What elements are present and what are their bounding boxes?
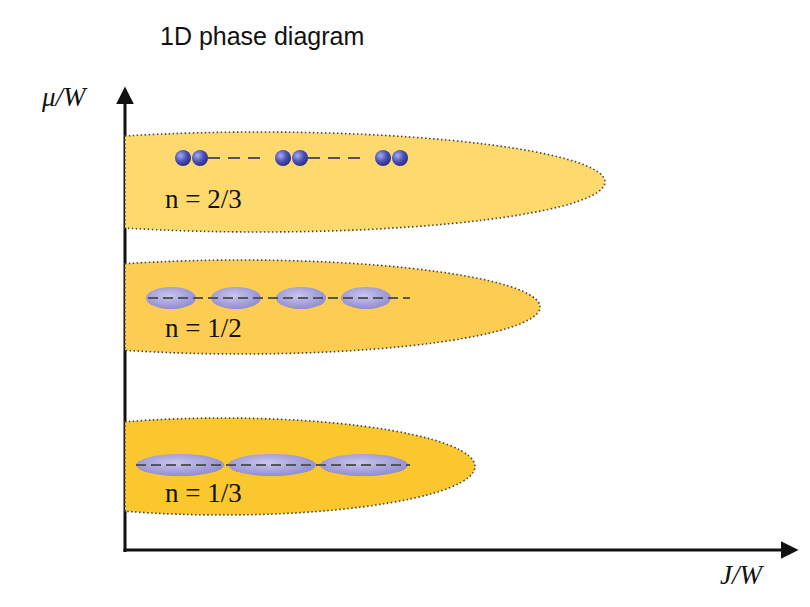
phase-lobe: n = 1/2 [125,260,540,354]
bond-chain-long [136,454,410,476]
phase-lobe: n = 1/3 [125,418,475,515]
title: 1D phase diagram [160,22,364,50]
filling-label: n = 1/3 [165,479,242,509]
filling-label: n = 1/2 [165,314,242,344]
y-axis-label: μ/W [42,82,86,112]
dimer-chain [175,150,408,166]
x-axis-label: J/W [720,560,762,590]
lobe-shape [125,132,605,232]
lobe-outline [125,260,540,354]
filling-label: n = 2/3 [165,185,242,215]
axis-label-wrap: μ/W [42,82,86,113]
lobe-outline [125,132,605,232]
lobe-outline [125,418,475,515]
axis-label-wrap: J/W [720,560,762,591]
phase-lobe: n = 2/3 [125,132,605,232]
bond-chain-short [146,287,410,309]
title-wrap: 1D phase diagram [160,22,364,51]
j-axis [124,549,796,552]
